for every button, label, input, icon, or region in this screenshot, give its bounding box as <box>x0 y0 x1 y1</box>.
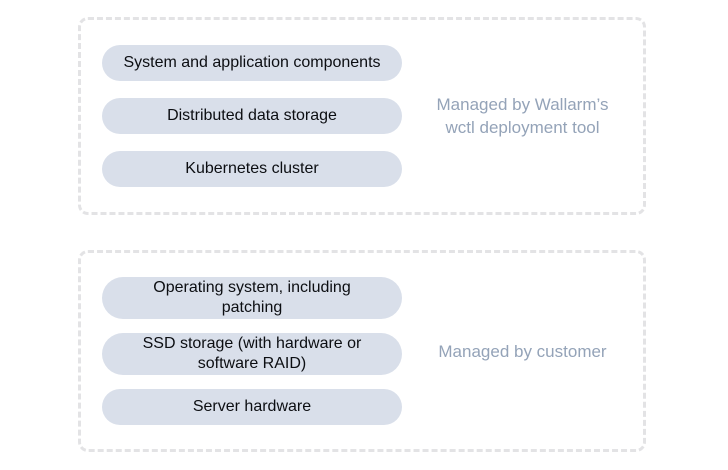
pill-ssd-storage: SSD storage (with hardware or software R… <box>102 333 402 375</box>
managed-by-customer-section: Operating system, including patching SSD… <box>78 250 646 452</box>
pill-kubernetes-cluster: Kubernetes cluster <box>102 151 402 187</box>
managed-by-customer-label: Managed by customer <box>438 341 607 361</box>
wallarm-components-list: System and application components Distri… <box>102 45 402 187</box>
pill-distributed-data-storage: Distributed data storage <box>102 98 402 134</box>
pill-system-and-application-components: System and application components <box>102 45 402 81</box>
customer-label-area: Managed by customer <box>402 340 643 363</box>
wallarm-label-area: Managed by Wallarm’s wctl deployment too… <box>402 93 643 139</box>
managed-by-wallarm-section: System and application components Distri… <box>78 17 646 215</box>
pill-server-hardware: Server hardware <box>102 389 402 425</box>
customer-components-list: Operating system, including patching SSD… <box>102 277 402 425</box>
pill-operating-system: Operating system, including patching <box>102 277 402 319</box>
managed-by-wallarm-label: Managed by Wallarm’s wctl deployment too… <box>436 95 609 137</box>
